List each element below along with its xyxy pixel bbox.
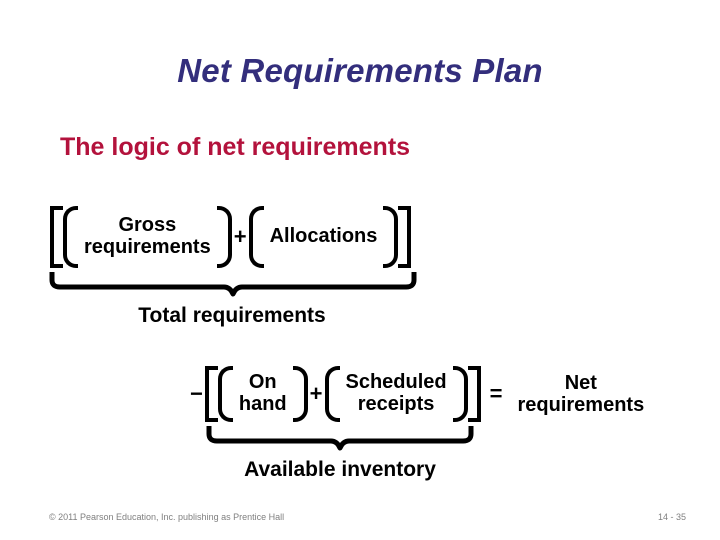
square-bracket-open-icon [50, 206, 63, 268]
result-net-requirements: Net requirements [517, 372, 645, 416]
footer-copyright: © 2011 Pearson Education, Inc. publishin… [49, 512, 285, 522]
parenthesis-open-icon [248, 206, 264, 268]
term-on-hand: On hand [238, 371, 287, 415]
equation-row-net-requirements: − On hand + Scheduled receipts = Net req… [188, 366, 644, 422]
square-bracket-close-icon [398, 206, 412, 268]
label-available-inventory: Available inventory [244, 458, 436, 481]
parenthesis-close-icon [383, 206, 399, 268]
page-title: Net Requirements Plan [177, 52, 543, 89]
operator-minus: − [190, 381, 203, 406]
operator-plus: + [233, 224, 247, 249]
parenthesis-close-icon [216, 206, 232, 268]
parenthesis-close-icon [292, 366, 308, 422]
operator-plus: + [309, 381, 323, 406]
underbrace-available-inventory-icon [206, 424, 474, 452]
parenthesis-open-icon [63, 206, 78, 268]
square-bracket-open-icon [204, 366, 218, 422]
equation-row-total-requirements: Gross requirements + Allocations [50, 206, 412, 268]
parenthesis-close-icon [452, 366, 468, 422]
term-scheduled-receipts: Scheduled receipts [345, 371, 447, 415]
label-total-requirements: Total requirements [138, 304, 326, 327]
operator-equals: = [489, 381, 503, 406]
parenthesis-open-icon [324, 366, 340, 422]
parenthesis-open-icon [217, 366, 233, 422]
square-bracket-close-icon [467, 366, 481, 422]
footer-page-number: 14 - 35 [657, 512, 686, 522]
term-allocations: Allocations [269, 225, 378, 248]
slide-subtitle: The logic of net requirements [60, 133, 411, 161]
underbrace-total-requirements-icon [49, 270, 417, 298]
term-gross-requirements: Gross requirements [84, 214, 211, 258]
